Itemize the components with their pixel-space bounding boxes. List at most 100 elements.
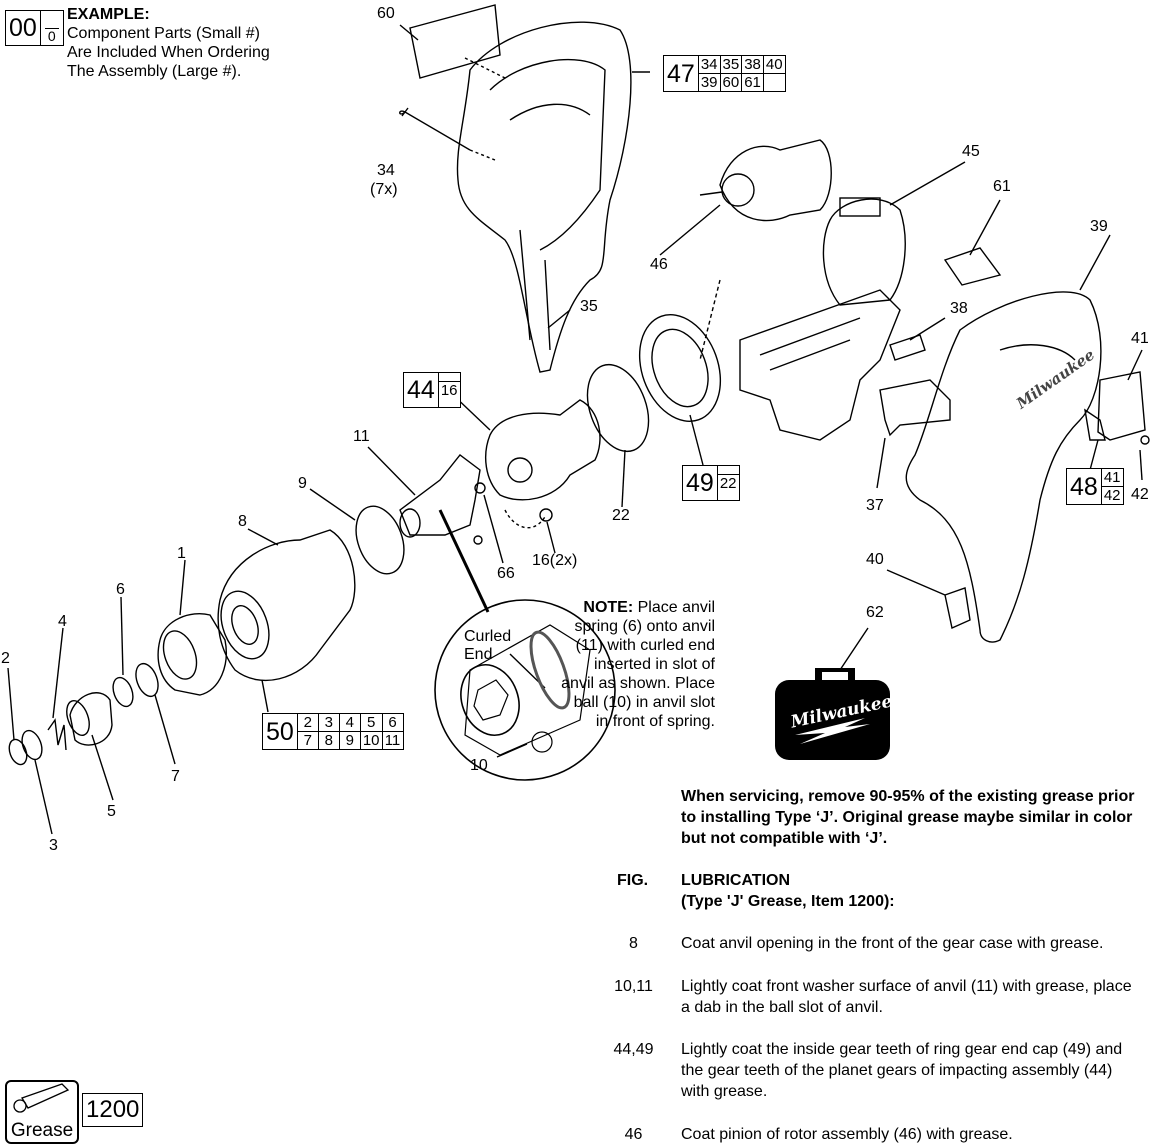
note-text: Place anvil spring (6) onto anvil (11) w… [561,599,715,730]
callout-66: 66 [497,565,515,582]
example-legend: EXAMPLE: Component Parts (Small #) Are I… [67,5,270,81]
callout-3: 3 [49,837,58,854]
component-part-number: 39 [699,74,721,91]
part-5-sleeve [69,692,113,746]
callout-11: 11 [353,428,370,445]
component-part-number: 22 [719,475,737,492]
lubrication-row: 8 Coat anvil opening in the front of the… [600,933,1150,954]
detail-curled-label: Curled End [464,628,511,664]
component-part-number: 34 [698,56,721,74]
callout-34-qty: (7x) [370,181,398,198]
callout-41: 41 [1131,330,1149,347]
part-49-ring-gear [638,314,722,422]
component-part-number [438,373,460,382]
callout-46: 46 [650,256,668,273]
callout-16: 16(2x) [532,552,578,569]
part-37-bracket [879,379,951,437]
lubrication-fig: 46 [624,1126,643,1143]
lubrication-text: Coat pinion of rotor assembly (46) with … [681,1126,1013,1143]
note-heading: NOTE: [583,599,634,616]
part-35-housing-half [456,21,632,373]
component-part-number: 4 [339,714,361,732]
lubrication-subtitle: (Type 'J' Grease, Item 1200): [681,893,895,910]
callout-45: 45 [962,143,980,160]
callout-22: 22 [612,507,630,524]
callout-4: 4 [58,613,67,630]
example-line: The Assembly (Large #). [67,63,242,80]
callout-61: 61 [993,178,1011,195]
example-assembly-box: 00 0 [5,10,64,46]
anvil-detail-view [434,599,616,781]
example-small-number: 0 [44,28,59,44]
part-60-label [409,4,501,79]
component-part-number: 42 [1103,487,1121,504]
assembly-number: 48 [1067,469,1102,504]
component-part-number: 16 [440,382,458,399]
callout-40: 40 [866,551,884,568]
component-part-number: 3 [318,714,340,732]
grease-item-number: 1200 [82,1093,144,1127]
assembly-number: 50 [263,714,298,749]
assembly-number: 49 [683,466,718,500]
example-heading: EXAMPLE: [67,6,150,23]
lubrication-fig: 10,11 [614,978,653,995]
part-pcb-switch [739,289,901,441]
part-41-belt-clip [1097,371,1146,441]
component-part-number: 2 [297,714,319,732]
lubrication-row: 46 Coat pinion of rotor assembly (46) wi… [600,1124,1150,1145]
part-11-anvil [399,454,481,536]
part-39-housing [905,291,1102,643]
lubrication-title: LUBRICATION [681,872,791,889]
part-1-nose-cap [157,613,227,696]
component-part-number: 35 [720,56,743,74]
curled-word: Curled [464,628,512,645]
callout-2: 2 [1,650,10,667]
callout-42: 42 [1131,486,1149,503]
component-part-number: 7 [298,732,319,749]
grease-legend-icon: Grease [5,1080,79,1144]
callout-1: 1 [177,545,186,562]
lubrication-title-block: LUBRICATION (Type 'J' Grease, Item 1200)… [681,870,895,912]
part-46-rotor [719,139,832,222]
callout-37: 37 [866,497,884,514]
callout-5: 5 [107,803,116,820]
callout-9: 9 [298,475,307,492]
grease-tube-icon [13,1083,70,1113]
callout-10: 10 [470,757,488,774]
component-part-number [764,74,785,91]
part-2-ring [8,738,28,766]
part-22-oring [586,363,650,453]
lubrication-text: Lightly coat the inside gear teeth of ri… [681,1041,1123,1100]
lubrication-fig: 44,49 [613,1041,654,1058]
part-45-stator [822,198,906,306]
example-big-number: 00 [6,11,41,45]
part-3-ring [21,729,43,761]
callout-34: 34 [377,162,395,179]
component-part-number: 6 [382,714,403,732]
callout-39: 39 [1090,218,1108,235]
lubrication-fig: 8 [629,935,638,952]
part-9-washer [355,505,405,575]
component-part-number [717,466,739,475]
assembly-number: 47 [664,56,699,91]
end-word: End [464,646,493,663]
service-note: When servicing, remove 90-95% of the exi… [681,788,1135,847]
callout-62: 62 [866,604,884,621]
anvil-note: NOTE: Place anvil spring (6) onto anvil … [560,598,715,731]
callout-38: 38 [950,300,968,317]
component-part-number: 61 [742,74,764,91]
component-part-number: 11 [384,732,401,749]
part-8-gear-case [217,529,356,682]
callout-60: 60 [377,5,395,22]
lubrication-text: Lightly coat front washer surface of anv… [681,978,1132,1016]
component-part-number: 41 [1101,469,1123,487]
part-6-spring [112,676,134,708]
part-4-spring [47,718,67,751]
example-line: Are Included When Ordering [67,44,270,61]
